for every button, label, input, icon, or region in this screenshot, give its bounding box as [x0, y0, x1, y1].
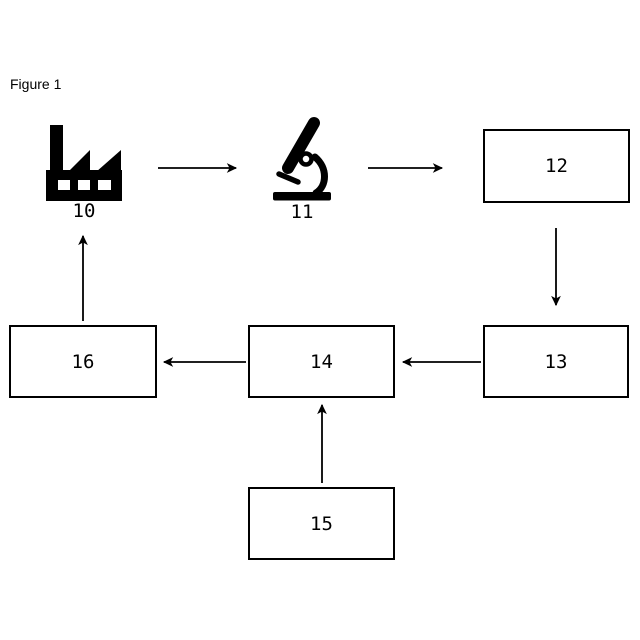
node-label-11: 11 — [290, 201, 314, 223]
box-16: 16 — [9, 325, 157, 398]
box-14: 14 — [248, 325, 395, 398]
box-15: 15 — [248, 487, 395, 560]
microscope-icon — [270, 116, 334, 201]
box-12: 12 — [483, 129, 630, 203]
figure-title: Figure 1 — [10, 76, 62, 92]
box-13: 13 — [483, 325, 629, 398]
factory-icon — [46, 124, 122, 202]
node-label-10: 10 — [72, 200, 96, 222]
